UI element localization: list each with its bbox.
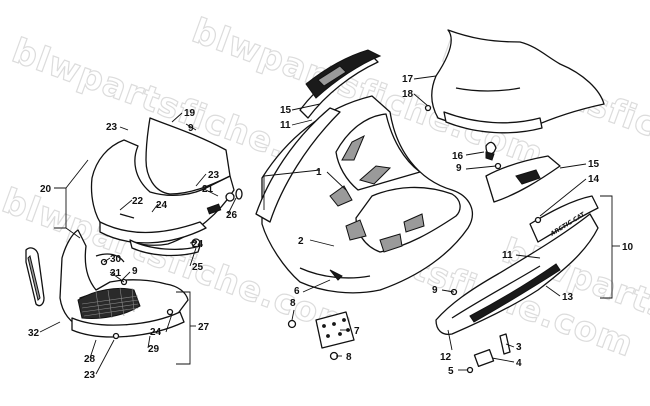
callout-21: 21 — [202, 184, 214, 195]
nose-upper-shroud — [90, 117, 243, 257]
side-panel: ARCTIC CAT — [435, 155, 599, 374]
callout-15-right: 15 — [588, 159, 600, 170]
callout-8-upper: 8 — [290, 298, 296, 309]
callout-24-middle: 24 — [192, 239, 204, 250]
callout-19: 19 — [184, 108, 196, 119]
callout-15-left: 15 — [280, 105, 292, 116]
callout-20: 20 — [40, 184, 52, 195]
callout-4: 4 — [516, 358, 522, 369]
callout-9-nose: 9 — [188, 123, 194, 134]
callout-11-right: 11 — [502, 250, 513, 261]
callout-6: 6 — [294, 286, 300, 297]
callout-13: 13 — [562, 292, 574, 303]
callout-23-top: 23 — [106, 122, 118, 133]
hood-panel — [261, 95, 473, 294]
leader-lines — [39, 75, 620, 375]
callout-18: 18 — [402, 89, 414, 100]
bumper-side-strip — [25, 247, 45, 307]
callout-9-side: 9 — [432, 285, 438, 296]
windshield — [424, 29, 605, 170]
callout-31: 31 — [110, 268, 122, 279]
callout-29: 29 — [148, 344, 160, 355]
front-bumper-lower — [59, 229, 189, 340]
callout-26: 26 — [226, 210, 238, 221]
callout-10: 10 — [622, 242, 634, 253]
callout-5: 5 — [448, 366, 454, 377]
fasteners-center — [287, 319, 339, 361]
callout-24-upper: 24 — [156, 200, 168, 211]
callout-9-windshield: 9 — [456, 163, 462, 174]
callout-8-lower: 8 — [346, 352, 352, 363]
callout-30: 30 — [110, 254, 122, 265]
callout-22: 22 — [132, 196, 144, 207]
callout-32: 32 — [28, 328, 40, 339]
callout-7: 7 — [354, 326, 360, 337]
callout-16: 16 — [452, 151, 464, 162]
callout-9-bumper: 9 — [132, 266, 138, 277]
callout-3: 3 — [516, 342, 522, 353]
hood-mesh-panel — [315, 311, 355, 349]
callout-25: 25 — [192, 262, 204, 273]
callout-24-lower: 24 — [150, 327, 162, 338]
callout-1: 1 — [316, 167, 322, 178]
callout-14: 14 — [588, 174, 600, 185]
hood-side-trim-left — [255, 49, 382, 223]
callout-27: 27 — [198, 322, 210, 333]
callout-11-left: 11 — [280, 120, 291, 131]
callout-23-right: 23 — [208, 170, 220, 181]
callout-17: 17 — [402, 74, 414, 85]
callout-12: 12 — [440, 352, 452, 363]
callout-2: 2 — [298, 236, 304, 247]
callout-23-bottom: 23 — [84, 370, 96, 381]
bumper-grille — [77, 287, 141, 319]
callout-labels: 1 2 3 4 5 6 7 8 8 9 9 9 9 10 11 11 12 13… — [28, 74, 634, 381]
callout-28: 28 — [84, 354, 96, 365]
